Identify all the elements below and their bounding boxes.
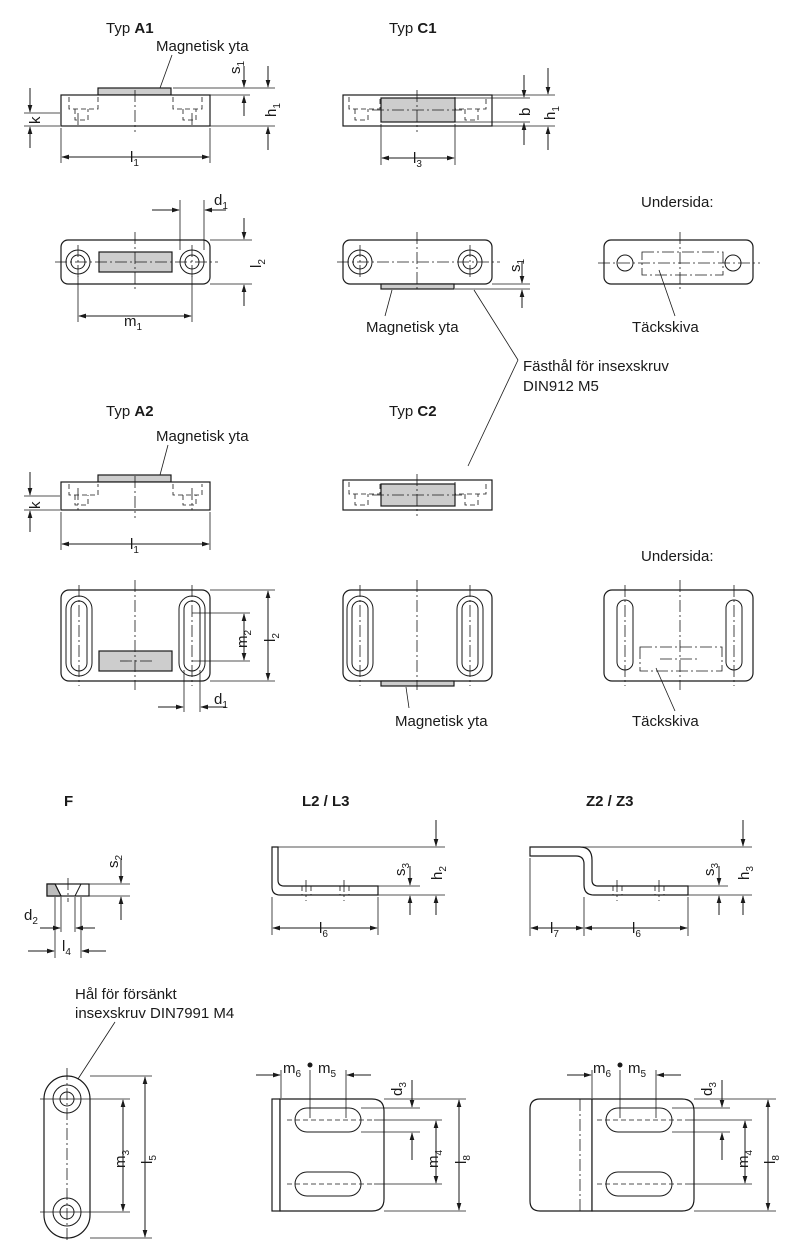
svg-text:l8: l8 <box>762 1155 782 1164</box>
svg-text:l2: l2 <box>248 259 268 268</box>
svg-text:l6: l6 <box>632 920 641 940</box>
svg-text:d3: d3 <box>389 1082 409 1096</box>
type-c2-title: Typ C2 <box>389 403 437 420</box>
type-l-title: L2 / L3 <box>302 793 350 810</box>
svg-text:l1: l1 <box>130 536 139 556</box>
svg-text:d1: d1 <box>214 192 228 212</box>
svg-text:m2: m2 <box>234 630 254 649</box>
svg-text:l5: l5 <box>139 1155 159 1164</box>
svg-text:l4: l4 <box>62 938 71 958</box>
type-f-title: F <box>64 793 73 810</box>
svg-text:d2: d2 <box>24 907 38 927</box>
svg-text:l7: l7 <box>550 920 559 940</box>
fastening-hole-label-line2: DIN912 M5 <box>523 378 599 395</box>
svg-text:s3: s3 <box>701 863 721 877</box>
svg-text:m6: m6 <box>593 1060 612 1080</box>
svg-text:s1: s1 <box>227 61 247 75</box>
underside-view-1: Undersida: Täckskiva <box>598 194 760 336</box>
countersunk-hole-label-line1: Hål för försänkt <box>75 986 178 1003</box>
magnetic-surface-label: Magnetisk yta <box>156 38 249 55</box>
type-z-side-view: Z2 / Z3 s3 h3 l7 l6 <box>529 793 756 940</box>
svg-text:h2: h2 <box>429 866 449 880</box>
type-l-front-view: m6 m5 d3 m4 l8 <box>256 1060 473 1212</box>
type-a1-title: Typ A1 <box>106 20 154 37</box>
underside-label: Undersida: <box>641 194 714 211</box>
underside-view-2: Undersida: Täckskiva <box>603 548 754 730</box>
type-a2-side-view: Typ A2 Magnetisk yta k l1 <box>24 403 249 556</box>
svg-text:k: k <box>27 116 44 124</box>
type-a1-top-view: d1 m1 l2 <box>55 192 268 333</box>
type-a1-side-view: Typ A1 Magnetisk yta k l1 s1 h1 <box>24 20 283 169</box>
svg-text:m4: m4 <box>735 1150 755 1169</box>
cover-disc-label: Täckskiva <box>632 319 699 336</box>
svg-text:k: k <box>27 501 44 509</box>
svg-text:s3: s3 <box>392 863 412 877</box>
underside-label: Undersida: <box>641 548 714 565</box>
svg-text:d3: d3 <box>699 1082 719 1096</box>
magnetic-surface-label: Magnetisk yta <box>156 428 249 445</box>
type-l-side-view: L2 / L3 s3 h2 l6 <box>271 793 449 940</box>
svg-text:d1: d1 <box>214 691 228 711</box>
svg-text:h1: h1 <box>263 103 283 117</box>
svg-text:l1: l1 <box>130 149 139 169</box>
cover-disc-label: Täckskiva <box>632 713 699 730</box>
svg-text:s1: s1 <box>507 259 527 273</box>
type-c1-top-view: s1 Magnetisk yta <box>337 232 530 336</box>
type-z-title: Z2 / Z3 <box>586 793 634 810</box>
svg-text:h3: h3 <box>736 866 756 880</box>
type-c2-top-view: Magnetisk yta <box>342 580 493 730</box>
svg-text:l8: l8 <box>453 1155 473 1164</box>
type-a2-top-view: m2 l2 d1 <box>60 580 282 712</box>
type-f-side-view: F s2 d2 l4 <box>24 793 130 958</box>
magnetic-surface-label: Magnetisk yta <box>366 319 459 336</box>
type-c1-side-view: Typ C1 l3 b h1 <box>342 20 562 170</box>
svg-text:m4: m4 <box>425 1150 445 1169</box>
svg-text:s2: s2 <box>105 855 125 869</box>
svg-text:l6: l6 <box>319 920 328 940</box>
type-a2-title: Typ A2 <box>106 403 154 420</box>
svg-text:m6: m6 <box>283 1060 302 1080</box>
countersunk-hole-label-line2: insexskruv DIN7991 M4 <box>75 1005 234 1022</box>
type-f-top-view: Hål för försänkt insexskruv DIN7991 M4 m… <box>40 986 234 1240</box>
svg-text:b: b <box>517 108 534 116</box>
magnetic-surface-label: Magnetisk yta <box>395 713 488 730</box>
svg-text:l2: l2 <box>262 633 282 642</box>
type-c2-side-view: Typ C2 <box>342 403 493 516</box>
type-c1-title: Typ C1 <box>389 20 437 37</box>
fastening-hole-callout: Fästhål för insexskruv DIN912 M5 <box>467 289 669 467</box>
svg-text:h1: h1 <box>542 106 562 120</box>
svg-text:m3: m3 <box>112 1150 132 1169</box>
svg-text:m5: m5 <box>628 1060 647 1080</box>
svg-text:l3: l3 <box>413 150 422 170</box>
svg-text:m1: m1 <box>124 313 143 333</box>
type-z-front-view: m6 m5 d3 m4 l8 <box>529 1060 782 1212</box>
svg-text:m5: m5 <box>318 1060 337 1080</box>
fastening-hole-label-line1: Fästhål för insexskruv <box>523 358 669 375</box>
